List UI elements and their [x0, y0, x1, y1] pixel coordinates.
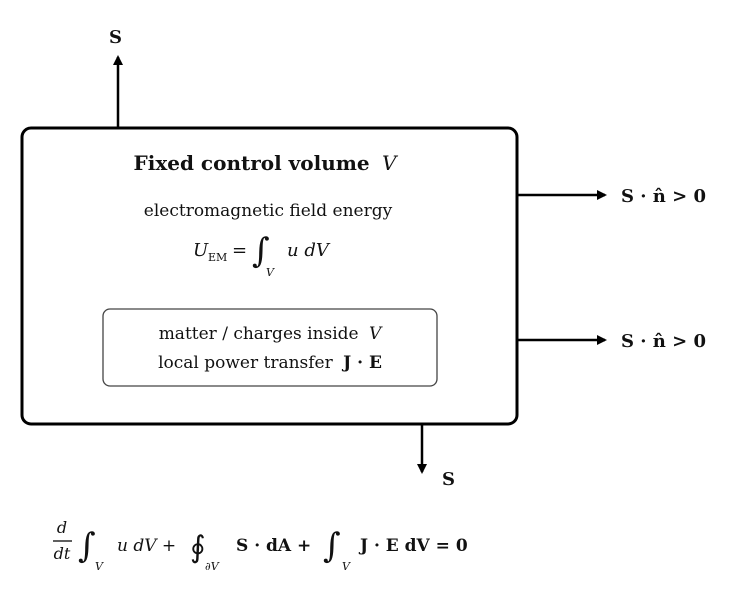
- control-volume-title: Fixed control volume V: [134, 151, 399, 175]
- matter-line-2: local power transfer J · E: [158, 353, 382, 373]
- svg-text:U: U: [193, 240, 209, 261]
- svg-text:V: V: [266, 266, 275, 279]
- svg-text:V: V: [342, 560, 351, 573]
- energy-formula: U EM = ∫ V u dV: [193, 231, 331, 279]
- svg-text:u dV +: u dV +: [117, 536, 176, 556]
- control-volume-box: [20, 126, 519, 426]
- svg-text:V: V: [95, 560, 104, 573]
- svg-text:EM: EM: [208, 251, 227, 264]
- matter-box: [102, 308, 438, 387]
- flux-label-lower: S · n̂ > 0: [621, 331, 706, 352]
- svg-text:J · E dV = 0: J · E dV = 0: [358, 536, 468, 556]
- svg-text:∫: ∫: [323, 526, 341, 566]
- svg-text:d: d: [57, 518, 67, 537]
- svg-text:=: =: [232, 240, 247, 261]
- poynting-label-top: S: [109, 27, 122, 48]
- flux-label-upper: S · n̂ > 0: [621, 186, 706, 207]
- energy-caption: electromagnetic field energy: [144, 201, 393, 221]
- svg-text:∫: ∫: [78, 526, 96, 566]
- svg-text:∂V: ∂V: [205, 560, 220, 573]
- svg-text:dt: dt: [54, 544, 71, 563]
- matter-line-1: matter / charges inside V: [159, 324, 383, 344]
- svg-text:∮: ∮: [190, 530, 206, 565]
- poynting-label-bottom: S: [442, 469, 455, 490]
- svg-text:∫: ∫: [252, 231, 270, 271]
- energy-balance-equation: d dt ∫ V u dV + ∮ ∂V S · dA + ∫ V J · E …: [53, 518, 468, 573]
- svg-text:u dV: u dV: [287, 240, 331, 261]
- svg-text:S · dA +: S · dA +: [236, 536, 311, 556]
